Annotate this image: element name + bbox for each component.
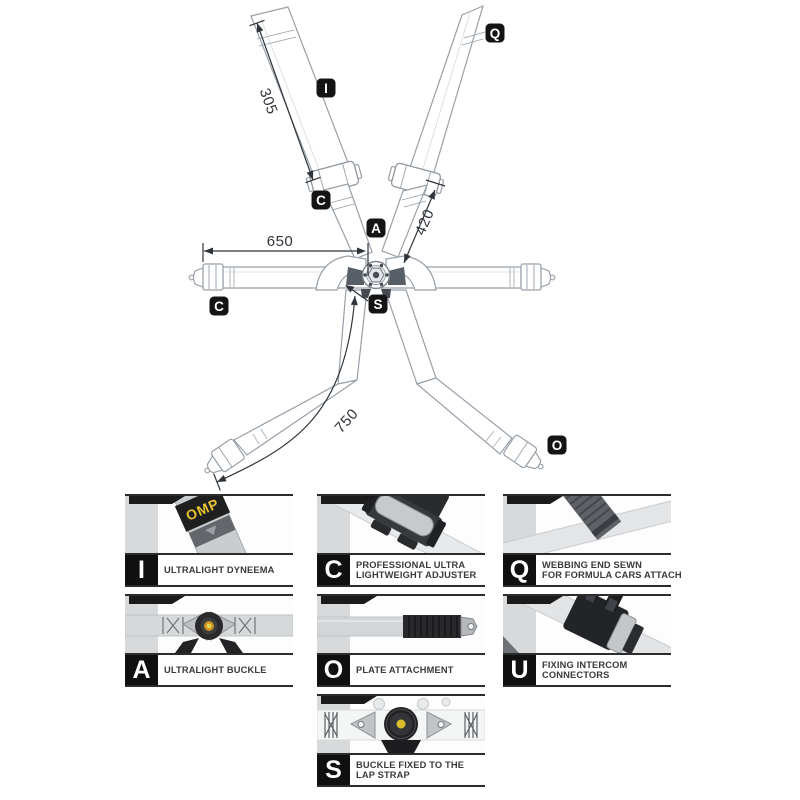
legend-item-buckle: A ULTRALIGHT BUCKLE bbox=[125, 594, 293, 687]
thumb-lightweight-adjuster bbox=[317, 496, 485, 553]
legend-caption: ULTRALIGHT DYNEEMA bbox=[164, 564, 275, 575]
diagram-badges: I Q C A C S O bbox=[209, 23, 567, 455]
svg-text:S: S bbox=[373, 297, 382, 312]
buckle-wings bbox=[315, 255, 437, 291]
legend-letter-i: I bbox=[125, 555, 158, 585]
legend: OMP I ULTRALIGHT DYNEEMA bbox=[125, 494, 682, 790]
legend-letter-c: C bbox=[317, 555, 350, 585]
shoulder-strap-left-lower bbox=[323, 183, 373, 260]
badge-s: S bbox=[368, 294, 388, 314]
badge-o: O bbox=[547, 435, 567, 455]
crotch-strap-right bbox=[384, 289, 544, 470]
frame-line bbox=[125, 494, 293, 496]
thumb-ultralight-dyneema: OMP bbox=[125, 496, 293, 553]
legend-item-dyneema: OMP I ULTRALIGHT DYNEEMA bbox=[125, 494, 293, 587]
dim-label-750: 750 bbox=[331, 405, 361, 436]
center-buckle-hub bbox=[361, 260, 391, 290]
svg-text:I: I bbox=[324, 81, 328, 96]
badge-a: A bbox=[366, 218, 386, 238]
shoulder-strap-right bbox=[405, 4, 486, 180]
svg-text:Q: Q bbox=[490, 26, 501, 41]
legend-letter-q: Q bbox=[503, 555, 536, 585]
frame-line bbox=[125, 585, 293, 587]
frame-line bbox=[125, 553, 293, 555]
thumb-plate-attachment bbox=[317, 596, 485, 653]
dim-label-305: 305 bbox=[256, 86, 281, 117]
crotch-strap-left bbox=[204, 289, 368, 474]
legend-letter-a: A bbox=[125, 655, 158, 685]
badge-c-shoulder: C bbox=[311, 190, 331, 210]
dim-label-650: 650 bbox=[267, 233, 294, 250]
dim-shoulder-lower-420 bbox=[403, 179, 446, 264]
legend-letter-o: O bbox=[317, 655, 350, 685]
harness-schematic: 305 420 650 750 I Q C A C S O bbox=[188, 4, 567, 491]
buckle-plates bbox=[346, 267, 406, 298]
legend-letter-u: U bbox=[503, 655, 536, 685]
adjuster-right bbox=[387, 162, 445, 198]
dim-lap-650 bbox=[202, 243, 369, 276]
legend-letter-s: S bbox=[317, 755, 350, 785]
thumb-buckle-lap-strap bbox=[317, 696, 485, 753]
badge-c-lap: C bbox=[209, 296, 229, 316]
svg-text:O: O bbox=[552, 438, 563, 453]
dimension-arrowheads bbox=[204, 23, 435, 482]
svg-text:C: C bbox=[316, 193, 326, 208]
legend-item-plate: O PLATE ATTACHMENT bbox=[317, 594, 485, 687]
thumb-ultralight-buckle bbox=[125, 596, 293, 653]
badge-i: I bbox=[316, 78, 336, 98]
badge-q: Q bbox=[485, 23, 505, 43]
svg-text:A: A bbox=[371, 221, 381, 236]
thumb-intercom-connectors bbox=[503, 596, 671, 653]
thumb-webbing-end-sewn bbox=[503, 496, 671, 553]
svg-text:C: C bbox=[214, 299, 224, 314]
